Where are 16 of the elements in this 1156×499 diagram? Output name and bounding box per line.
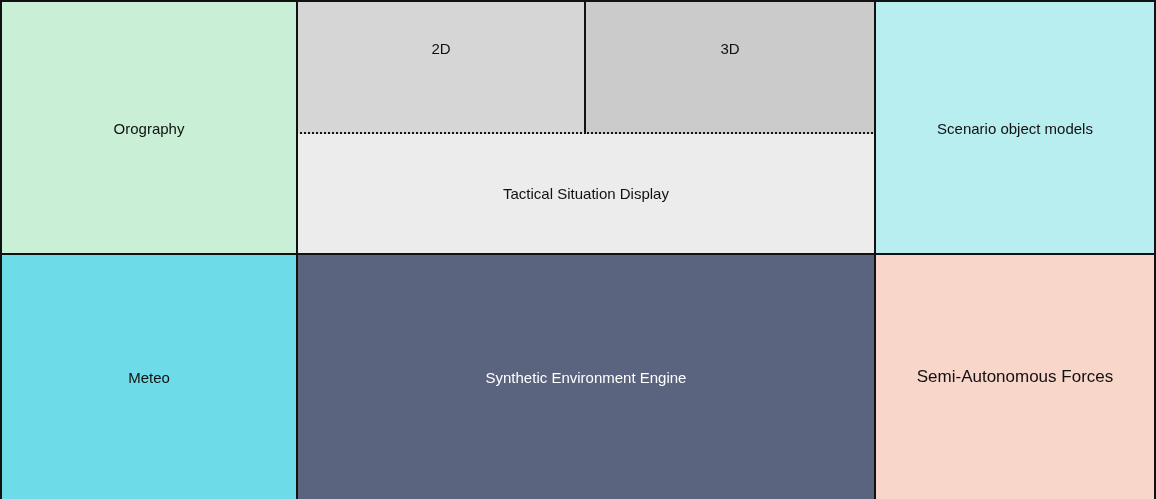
display-panel xyxy=(296,0,876,256)
region-box xyxy=(0,253,298,499)
box-label: Orography xyxy=(112,119,186,137)
box-label: Tactical Situation Display xyxy=(502,184,670,202)
view-tab xyxy=(296,0,586,134)
box-label: Semi-Autonomous Forces xyxy=(915,367,1115,387)
box-label: Synthetic Environment Engine xyxy=(484,368,688,386)
box-label: 3D xyxy=(719,40,741,57)
box-label: Scenario object models xyxy=(936,119,1094,137)
view-tab xyxy=(584,0,876,134)
box-label: Meteo xyxy=(127,368,171,386)
region-box xyxy=(0,0,298,256)
region-box xyxy=(874,0,1156,256)
engine-box xyxy=(296,253,876,499)
region-box xyxy=(874,253,1156,499)
box-label: 2D xyxy=(430,40,452,57)
